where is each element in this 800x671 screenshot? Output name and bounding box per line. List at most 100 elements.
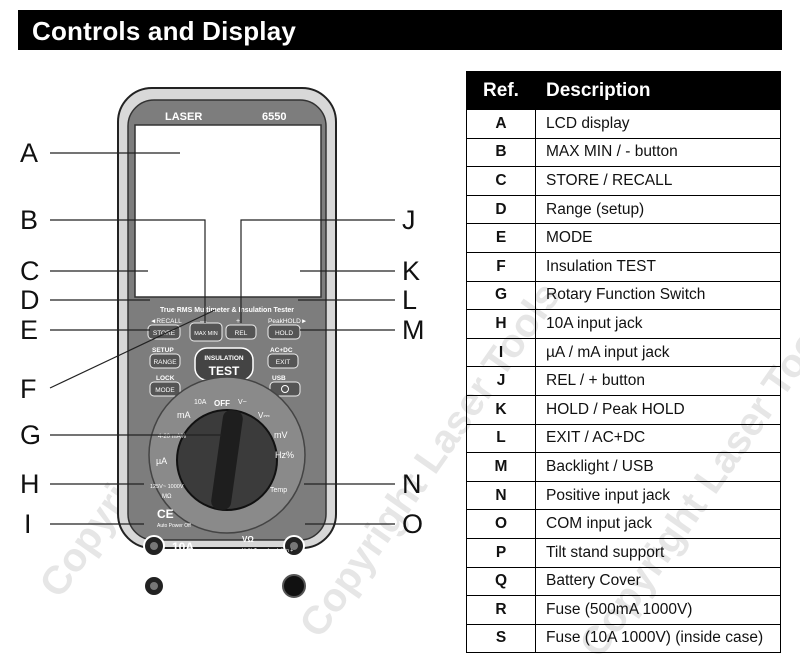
callout-e: E — [20, 315, 39, 345]
jack-com-label: COM — [248, 582, 269, 592]
row-ref: O — [466, 509, 536, 539]
callout-b: B — [20, 205, 39, 235]
plus-caption: + — [236, 318, 240, 325]
dial-hz: Hz% — [275, 450, 294, 460]
dial-420ma: 4-20 mA% — [158, 434, 187, 440]
column-header-description: Description — [535, 71, 781, 110]
row-description: EXIT / AC+DC — [535, 423, 781, 454]
row-ref: G — [466, 280, 536, 311]
row-description: REL / + button — [535, 366, 781, 396]
row-description: Positive input jack — [535, 480, 781, 511]
row-ref: P — [466, 537, 536, 568]
backlight-icon — [281, 385, 289, 393]
dial-v-ac: V~ — [238, 399, 247, 406]
row-ref: H — [466, 309, 536, 339]
acdc-caption: AC+DC — [270, 347, 293, 354]
row-description: Range (setup) — [535, 194, 781, 225]
recall-caption: ◄RECALL — [150, 318, 182, 325]
exit-button — [267, 353, 299, 369]
test-label: TEST — [209, 364, 240, 378]
jack-uama-sub: Insulation — [170, 593, 194, 599]
lcd-display — [134, 124, 322, 298]
dial-10a: 10A — [194, 399, 207, 406]
hold-button — [267, 324, 301, 340]
row-ref: I — [466, 337, 536, 368]
lock-caption: LOCK — [156, 375, 175, 382]
row-ref: E — [466, 223, 536, 253]
mode-button — [149, 381, 181, 397]
row-description: MODE — [535, 223, 781, 253]
row-ref: Q — [466, 566, 536, 597]
hold-button-label: HOLD — [275, 330, 293, 337]
meter-subtitle: True RMS Multimeter & Insulation Tester — [160, 307, 294, 314]
callout-k: K — [402, 256, 421, 286]
callout-o: O — [402, 509, 424, 539]
row-ref: L — [466, 423, 536, 454]
row-description: Fuse (500mA 1000V) — [535, 595, 781, 625]
row-description: LCD display — [535, 109, 781, 139]
callout-d: D — [20, 285, 40, 315]
range-button — [149, 353, 181, 369]
maxmin-button — [189, 322, 223, 342]
row-ref: M — [466, 452, 536, 482]
jack-uama-inner — [150, 582, 158, 590]
store-button — [147, 324, 181, 340]
row-description: MAX MIN / - button — [535, 137, 781, 168]
row-ref: D — [466, 194, 536, 225]
callout-h: H — [20, 469, 40, 499]
row-ref: K — [466, 394, 536, 425]
leader-b — [50, 219, 206, 323]
row-description: Backlight / USB — [535, 452, 781, 482]
row-ref: F — [466, 251, 536, 282]
row-description: COM input jack — [535, 509, 781, 539]
fuse-note: 10A 500mA FUSED — [220, 586, 268, 592]
row-description: Battery Cover — [535, 566, 781, 597]
row-description: Insulation TEST — [535, 251, 781, 282]
dial-insulation-v: 125V~ 1000V — [150, 484, 184, 490]
row-ref: B — [466, 137, 536, 168]
dial-mv: mV — [274, 430, 288, 440]
callout-m: M — [402, 315, 425, 345]
auto-power-off: Auto Power Off — [157, 523, 191, 529]
dial-off: OFF — [214, 399, 230, 408]
exit-button-label: EXIT — [276, 359, 290, 366]
callout-a: A — [20, 138, 39, 168]
ce-mark: CE — [157, 507, 174, 521]
dial-mohm: MΩ — [162, 494, 172, 500]
range-button-label: RANGE — [153, 359, 177, 366]
jack-com — [282, 574, 306, 598]
row-description: STORE / RECALL — [535, 166, 781, 196]
cat-rating: CAT IV 600V CAT III 1000V — [238, 568, 300, 574]
rel-button — [225, 324, 257, 340]
jack-vohm-sub: Hz% Temp Insulation + — [242, 548, 293, 554]
setup-caption: SETUP — [152, 347, 174, 354]
column-header-ref: Ref. — [466, 71, 536, 110]
row-ref: N — [466, 480, 536, 511]
mode-button-label: MODE — [155, 387, 175, 394]
dial-v-dc: V⎓ — [258, 411, 270, 420]
leader-j — [240, 219, 395, 323]
row-description: Tilt stand support — [535, 537, 781, 568]
callout-i: I — [24, 509, 32, 539]
row-description: 10A input jack — [535, 309, 781, 339]
maxmin-button-label: MAX MIN — [194, 331, 218, 337]
jack-uama-label: µAmA — [170, 579, 202, 591]
callout-l: L — [402, 285, 418, 315]
row-description: µA / mA input jack — [535, 337, 781, 368]
